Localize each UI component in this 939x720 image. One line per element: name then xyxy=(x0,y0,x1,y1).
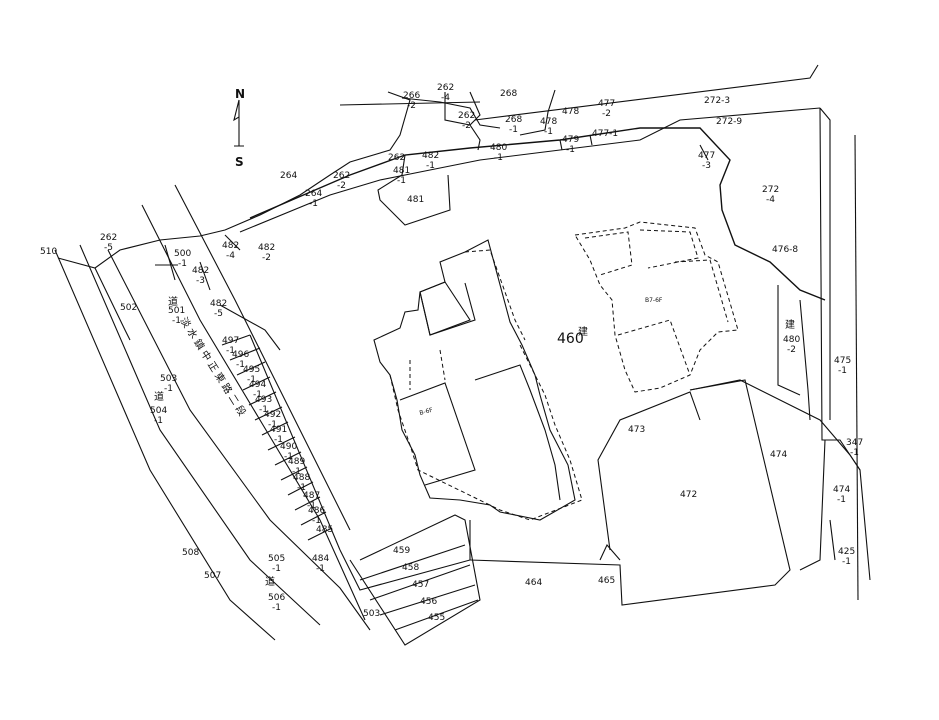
parcel-label: 475-1 xyxy=(834,356,851,376)
top-boundaries xyxy=(57,64,826,301)
parcel-label: 486-1 xyxy=(308,506,325,526)
parcel-label: 478 xyxy=(562,107,579,117)
parcel-label: 268-1 xyxy=(505,115,522,135)
parcel-label: 478-1 xyxy=(540,117,557,137)
parcel-label: 262-5 xyxy=(100,233,117,253)
compass-north: N xyxy=(235,87,245,101)
parcel-label: 504-1 xyxy=(150,406,167,426)
parcel-label: 456 xyxy=(420,597,437,607)
parcel-label: 262-2 xyxy=(458,111,475,131)
parcel-label: 474-1 xyxy=(833,485,850,505)
road-labels: 道 道 道 淡水鎮中正東路二段 xyxy=(154,295,275,588)
parcel-label: 477-3 xyxy=(698,151,715,171)
road-corridor xyxy=(54,184,371,641)
parcel-label: 497-1 xyxy=(222,336,239,356)
parcel-label: 505-1 xyxy=(268,554,285,574)
parcel-label: 272-4 xyxy=(762,185,779,205)
parcel-label: 488-1 xyxy=(293,473,310,493)
parcel-label: 460 xyxy=(557,331,584,347)
parcel-label: 262-2 xyxy=(333,171,350,191)
parcel-label: 480-2 xyxy=(783,335,800,355)
parcel-label: 481-1 xyxy=(393,166,410,186)
road-glyph-2: 道 xyxy=(154,390,164,403)
building-glyph-2: 建 xyxy=(785,318,795,331)
parcel-label: 510 xyxy=(40,247,57,257)
parcel-label: 503 xyxy=(363,609,380,619)
floor-label-left: B-6F xyxy=(419,407,434,417)
parcel-label: 465 xyxy=(598,576,615,586)
parcel-label: 455 xyxy=(428,613,445,623)
parcel-label: 457 xyxy=(412,580,429,590)
parcel-label: 482-1 xyxy=(422,151,439,171)
parcel-label: 264 xyxy=(280,171,297,181)
parcel-label: 272-9 xyxy=(716,117,742,127)
parcel-label: 477-1 xyxy=(592,129,618,139)
parcel-label: 474 xyxy=(770,450,787,460)
parcel-label: 459 xyxy=(393,546,410,556)
parcel-label: 490-1 xyxy=(280,442,297,462)
building-right xyxy=(574,221,739,393)
parcel-label: 464 xyxy=(525,578,542,588)
hatched-area xyxy=(419,281,471,336)
parcel-label: 487-1 xyxy=(303,491,320,511)
parcel-label: 473 xyxy=(628,425,645,435)
parcel-label: 484-1 xyxy=(312,554,329,574)
parcel-label: 507 xyxy=(204,571,221,581)
parcel-label: 425-1 xyxy=(838,547,855,567)
parcel-label: 347-1 xyxy=(846,438,863,458)
parcel-label: 506-1 xyxy=(268,593,285,613)
building-labels: 建 建 B7-6F B-6F xyxy=(419,297,795,417)
parcel-label: 489-1 xyxy=(288,457,305,477)
parcel-label: 482-5 xyxy=(210,299,227,319)
parcel-label: 494-1 xyxy=(249,380,266,400)
building-left xyxy=(373,239,583,521)
parcel-label: 492-1 xyxy=(264,410,281,430)
parcel-label: 495-1 xyxy=(243,365,260,385)
parcel-label: 491-1 xyxy=(270,425,287,445)
bottom-parcels xyxy=(349,514,481,646)
parcel-label: 472 xyxy=(680,490,697,500)
parcel-label: 476-8 xyxy=(772,245,798,255)
parcel-label: 272-3 xyxy=(704,96,730,106)
parcel-label: 480-1 xyxy=(490,143,507,163)
parcel-label: 503-1 xyxy=(160,374,177,394)
building-glyph-1: 建 xyxy=(578,325,588,338)
compass-south: S xyxy=(235,155,244,169)
road-glyph-1: 道 xyxy=(168,295,178,308)
parcel-labels: 266-2 262-4 268 262-2 268-1 478 477-2 272-3 272-… xyxy=(40,83,863,623)
parcel-label: 266-2 xyxy=(403,91,420,111)
parcel-label: 508 xyxy=(182,548,199,558)
parcel-label: 264-1 xyxy=(305,189,322,209)
parcel-label: 262 xyxy=(388,153,405,163)
parcel-label: 458 xyxy=(402,563,419,573)
parcel-label: 477-2 xyxy=(598,99,615,119)
parcel-label: 496-1 xyxy=(232,350,249,370)
parcel-label: 262-4 xyxy=(437,83,454,103)
road-glyph-3: 道 xyxy=(265,575,275,588)
parcel-label: 501-1 xyxy=(168,306,185,326)
right-boundaries xyxy=(689,107,871,601)
parcel-label: 479-1 xyxy=(562,135,579,155)
parcel-label: 482-4 xyxy=(222,241,239,261)
parcel-label: 481 xyxy=(407,195,424,205)
parcel-label: 485 xyxy=(316,525,333,535)
strip-parcels xyxy=(221,334,341,551)
parcel-label: 500-1 xyxy=(174,249,191,269)
compass-arrow-icon xyxy=(233,99,244,147)
parcel-label: 482-3 xyxy=(192,266,209,286)
parcel-label: 493-1 xyxy=(255,395,272,415)
parcel-label: 502 xyxy=(120,303,137,313)
parcel-label: 268 xyxy=(500,89,517,99)
compass: N S xyxy=(233,87,245,169)
central-lot xyxy=(339,379,791,606)
parcel-label: 482-2 xyxy=(258,243,275,263)
floor-label-right: B7-6F xyxy=(645,297,663,304)
